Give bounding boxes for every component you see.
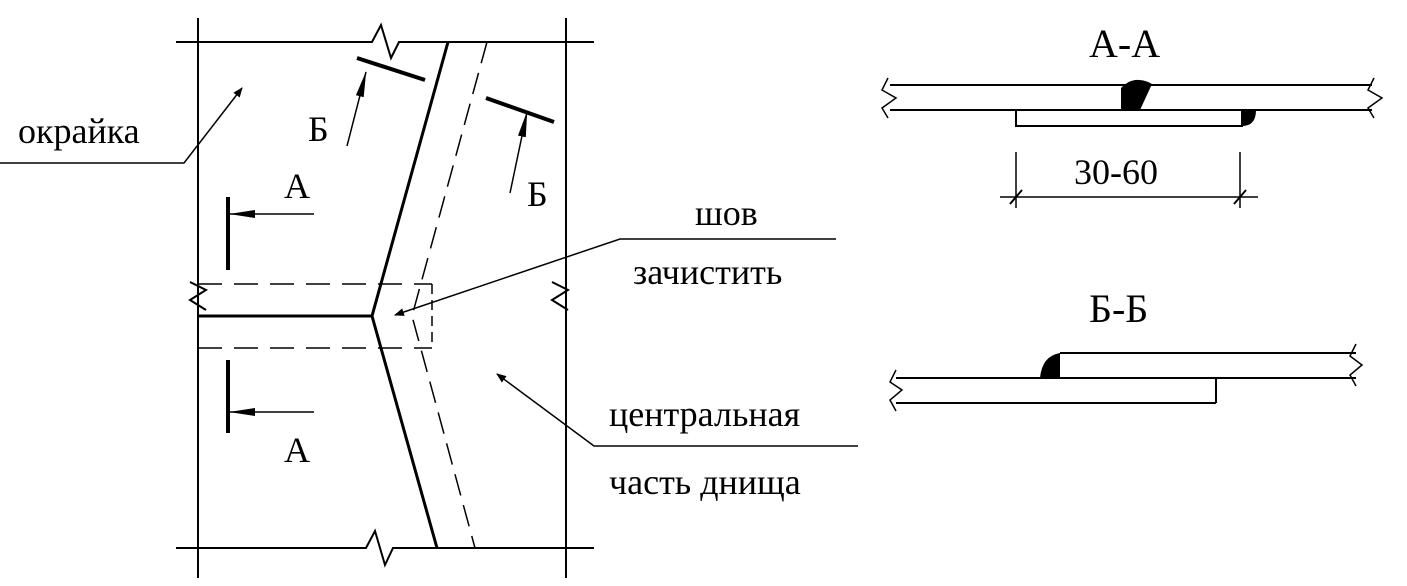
seam-label-line2: зачистить	[633, 252, 782, 292]
bb-right-break	[1349, 343, 1364, 387]
okraika-leader	[0, 87, 243, 164]
aa-dim-tick-right	[1233, 189, 1247, 205]
aa-dimension-value: 30-60	[1074, 152, 1158, 192]
section-a-upper-label: А	[284, 166, 310, 206]
section-b-right-arrow	[509, 111, 528, 194]
aa-right-break	[1367, 77, 1384, 119]
aa-dim-tick-left	[1009, 189, 1023, 205]
bottom-break-line	[176, 528, 594, 568]
aa-left-break	[881, 77, 898, 119]
seam-leader	[394, 238, 836, 316]
central-edge-dashed	[411, 41, 488, 549]
central-leader	[496, 373, 858, 447]
left-middle-break	[188, 281, 209, 311]
section-b-left-mark	[356, 56, 426, 82]
aa-top-weld	[1121, 79, 1152, 110]
section-a-lower-label: А	[284, 430, 310, 470]
aa-title: А-А	[1089, 21, 1160, 66]
section-b-right-mark	[485, 96, 555, 124]
section-b-left-arrow	[346, 71, 367, 147]
bb-fillet-weld	[1040, 353, 1060, 378]
section-b-left-label: Б	[308, 109, 329, 149]
aa-bottom-weld	[1242, 110, 1256, 126]
central-label-line2: часть днища	[609, 462, 801, 502]
central-label-line1: центральная	[609, 394, 800, 434]
seam-label-line1: шов	[695, 193, 758, 233]
right-middle-break	[550, 281, 571, 311]
main-seam	[370, 41, 450, 549]
top-break-line	[176, 22, 594, 61]
bb-left-break	[889, 369, 904, 412]
okraika-label: окрайка	[18, 111, 140, 151]
section-bb	[889, 343, 1364, 412]
aa-backing-strip	[1015, 109, 1243, 127]
plan-view	[0, 18, 858, 578]
bb-title: Б-Б	[1089, 286, 1148, 331]
section-b-right-label: Б	[527, 174, 548, 214]
